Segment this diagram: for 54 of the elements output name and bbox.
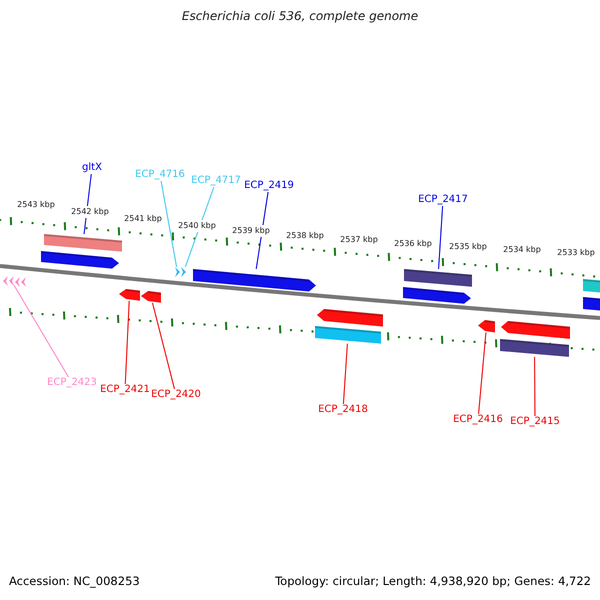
gene-feature bbox=[119, 289, 140, 301]
gene-label: ECP_2419 bbox=[244, 180, 294, 192]
gene-label: ECP_2423 bbox=[47, 377, 97, 389]
gene-feature bbox=[41, 251, 119, 269]
gene-block bbox=[44, 234, 122, 252]
gene-feature bbox=[21, 277, 26, 287]
leader-line bbox=[160, 180, 178, 268]
scale-label: 2535 kbp bbox=[449, 241, 487, 253]
gene-label: ECP_2417 bbox=[418, 194, 468, 206]
genome-info-text: Topology: circular; Length: 4,938,920 bp; Genes: 4,722 bbox=[275, 575, 591, 587]
gene-feature bbox=[193, 269, 316, 292]
leader-line bbox=[438, 206, 444, 270]
scale-label: 2538 kbp bbox=[286, 230, 324, 242]
gene-label: ECP_2415 bbox=[510, 416, 560, 428]
leader-line bbox=[184, 186, 214, 268]
leader-line bbox=[478, 332, 486, 414]
gene-feature bbox=[175, 267, 180, 277]
gene-feature bbox=[141, 291, 161, 303]
scale-label: 2543 kbp bbox=[17, 199, 55, 211]
gene-block bbox=[404, 269, 472, 287]
gene-feature bbox=[3, 276, 8, 286]
leader-line bbox=[124, 300, 130, 384]
title: Escherichia coli 536, complete genome bbox=[180, 10, 420, 22]
leader-line bbox=[14, 284, 69, 378]
gene-block bbox=[583, 279, 600, 292]
gene-label: gltX bbox=[82, 162, 102, 174]
gene-feature bbox=[478, 320, 495, 332]
gene-label: ECP_2418 bbox=[318, 404, 368, 416]
gene-label: ECP_4716 bbox=[135, 169, 185, 181]
scale-label: 2536 kbp bbox=[394, 238, 432, 250]
gene-block bbox=[315, 326, 381, 344]
gene-block bbox=[583, 297, 600, 310]
accession-text: Accession: NC_008253 bbox=[9, 575, 140, 587]
gene-feature bbox=[501, 321, 570, 339]
gene-label: ECP_2420 bbox=[151, 389, 201, 401]
scale-label: 2534 kbp bbox=[503, 244, 541, 256]
leader-line bbox=[534, 356, 536, 416]
leader-line bbox=[342, 343, 348, 404]
leader-line bbox=[152, 302, 175, 390]
gene-feature bbox=[15, 277, 20, 287]
gene-feature bbox=[403, 287, 471, 304]
scale-label: 2539 kbp bbox=[232, 225, 270, 237]
gene-block bbox=[500, 339, 569, 357]
gene-label: ECP_2421 bbox=[100, 384, 150, 396]
gene-feature bbox=[9, 276, 14, 286]
scale-label: 2537 kbp bbox=[340, 234, 378, 246]
scale-label: 2542 kbp bbox=[71, 206, 109, 218]
gene-label: ECP_2416 bbox=[453, 414, 503, 426]
gene-feature bbox=[317, 309, 383, 327]
gene-feature bbox=[181, 267, 186, 277]
scale-label: 2533 kbp bbox=[557, 247, 595, 259]
gene-label: ECP_4717 bbox=[191, 175, 241, 187]
scale-label: 2541 kbp bbox=[124, 213, 162, 225]
scale-label: 2540 kbp bbox=[178, 220, 216, 232]
